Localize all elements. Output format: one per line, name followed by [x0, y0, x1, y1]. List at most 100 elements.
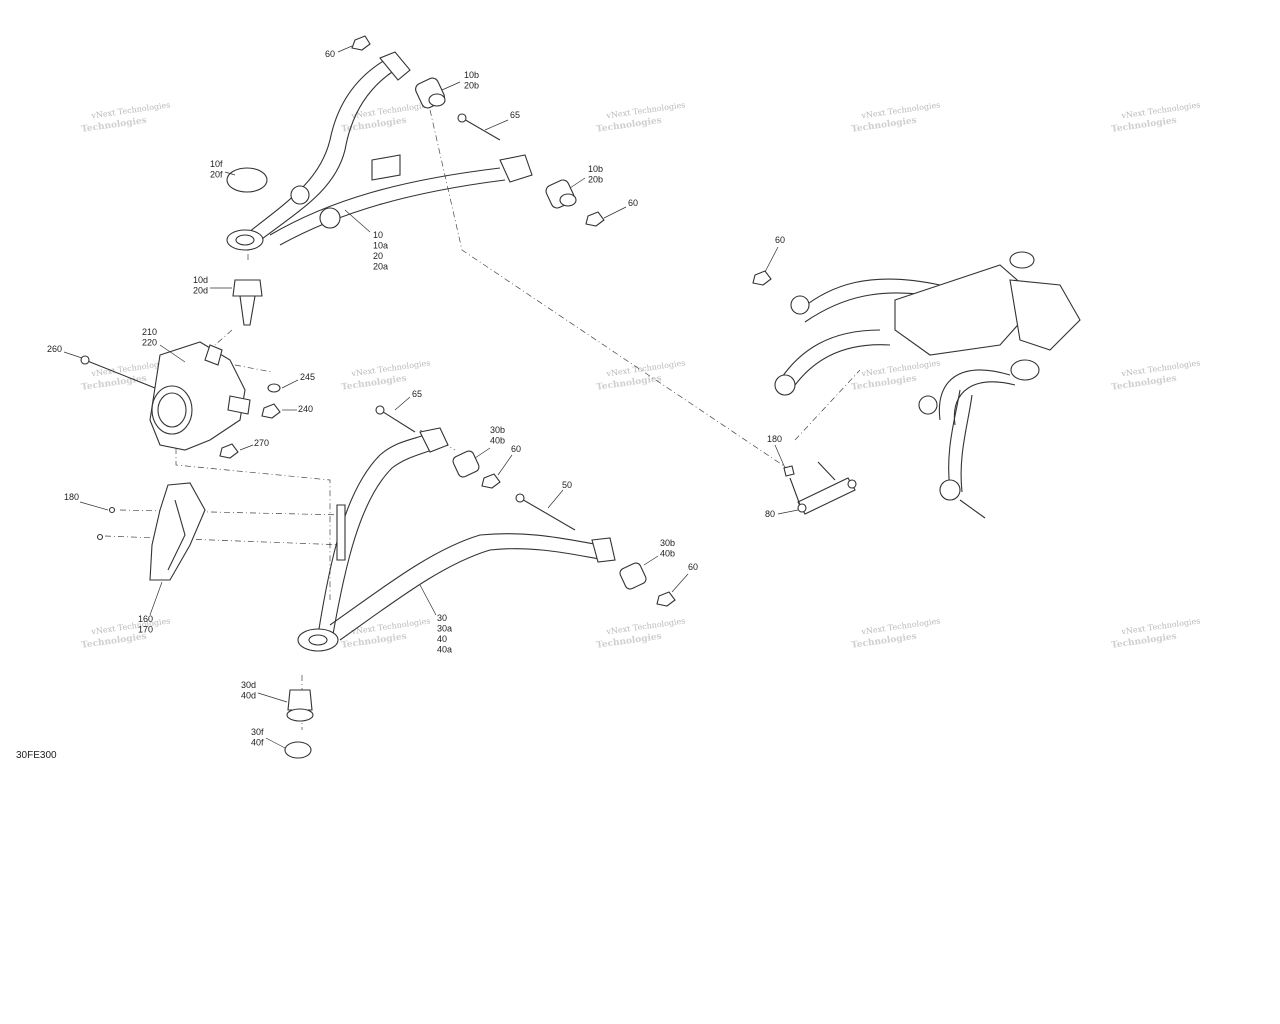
callout-line: 30f	[251, 727, 264, 737]
callout-line: 10f	[210, 159, 223, 169]
callout-label: 60	[325, 49, 335, 59]
watermark-text: Technologies	[596, 116, 663, 135]
leader-lines	[63, 45, 799, 749]
callout-line: 170	[138, 625, 153, 635]
callout-label: 60	[628, 198, 638, 208]
callout-line: 245	[300, 372, 315, 382]
callout-label: 50	[562, 480, 572, 490]
figure-code: 30FE300	[16, 750, 57, 761]
callout-line: 60	[325, 49, 335, 59]
callout-line: 20b	[588, 175, 603, 185]
lower-fasteners	[284, 405, 676, 759]
watermark-text: Technologies	[81, 116, 148, 135]
upper-a-arm	[226, 51, 533, 251]
watermark-text: Technologies	[851, 116, 918, 135]
callout-line: 65	[510, 110, 520, 120]
watermark-text: Technologies	[1111, 632, 1178, 651]
callout-line: 270	[254, 438, 269, 448]
callout-label: 180	[767, 434, 782, 444]
callout-line: 50	[562, 480, 572, 490]
callout-label: 60	[775, 235, 785, 245]
callout-line: 240	[298, 404, 313, 414]
callout-line: 10d	[193, 275, 208, 285]
callout-line: 20a	[373, 262, 388, 272]
lower-a-arm	[297, 427, 616, 652]
callout-label: 60	[688, 562, 698, 572]
callout-line: 40d	[241, 691, 256, 701]
watermark-text: Technologies	[851, 632, 918, 651]
callout-label: 270	[254, 438, 269, 448]
callout-line: 40a	[437, 645, 452, 655]
callout-label: 80	[765, 509, 775, 519]
callout-line: 10b	[464, 70, 479, 80]
callout-label: 245	[300, 372, 315, 382]
watermark-text: Technologies	[81, 374, 148, 393]
callout-line: 10b	[588, 164, 603, 174]
callout-line: 65	[412, 389, 422, 399]
callout-line: 20	[373, 251, 383, 261]
callout-label: 260	[47, 344, 62, 354]
watermark-text: Technologies	[341, 374, 408, 393]
callout-line: 40b	[660, 549, 675, 559]
callout-line: 210	[142, 327, 157, 337]
callout-line: 40	[437, 634, 447, 644]
assembly-lines	[104, 109, 861, 730]
skid-shield	[96, 482, 206, 581]
callout-label: 240	[298, 404, 313, 414]
callout-line: 30d	[241, 680, 256, 690]
watermark-text: Technologies	[596, 374, 663, 393]
callout-line: 60	[775, 235, 785, 245]
callout-line: 80	[765, 509, 775, 519]
callout-line: 30a	[437, 624, 452, 634]
watermark-text: Technologies	[1111, 116, 1178, 135]
watermark-text: Technologies	[851, 374, 918, 393]
watermark-text: Technologies	[341, 632, 408, 651]
callout-line: 20d	[193, 286, 208, 296]
watermark-text: Technologies	[81, 632, 148, 651]
callout-line: 60	[688, 562, 698, 572]
watermark-text: Technologies	[1111, 374, 1178, 393]
watermark-text: Technologies	[596, 632, 663, 651]
callout-line: 180	[767, 434, 782, 444]
callout-line: 30b	[660, 538, 675, 548]
callout-label: 60	[511, 444, 521, 454]
callout-line: 60	[628, 198, 638, 208]
callout-line: 60	[511, 444, 521, 454]
callout-line: 30	[437, 613, 447, 623]
assembled-suspension-view	[752, 251, 1081, 519]
callout-line: 260	[47, 344, 62, 354]
watermark-text: Technologies	[341, 116, 408, 135]
callout-line: 160	[138, 614, 153, 624]
callout-line: 30b	[490, 425, 505, 435]
callout-line: 20b	[464, 81, 479, 91]
callout-line: 180	[64, 492, 79, 502]
callout-line: 40f	[251, 738, 264, 748]
callout-label: 180	[64, 492, 79, 502]
